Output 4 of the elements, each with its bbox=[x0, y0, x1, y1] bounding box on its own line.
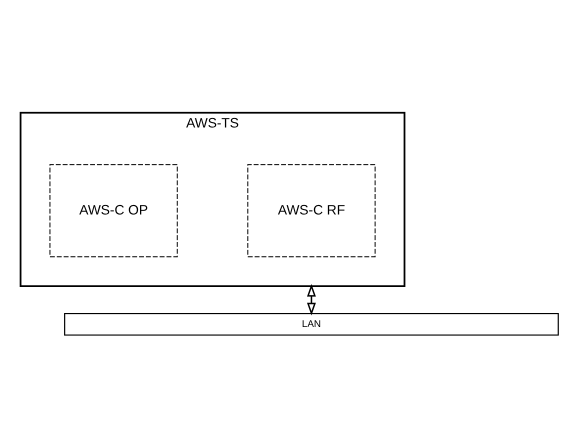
node-box: AWS-C RF bbox=[247, 164, 376, 258]
arrow bbox=[306, 284, 316, 316]
node-box: LAN bbox=[64, 312, 559, 336]
node-box: AWS-C OP bbox=[49, 164, 178, 258]
